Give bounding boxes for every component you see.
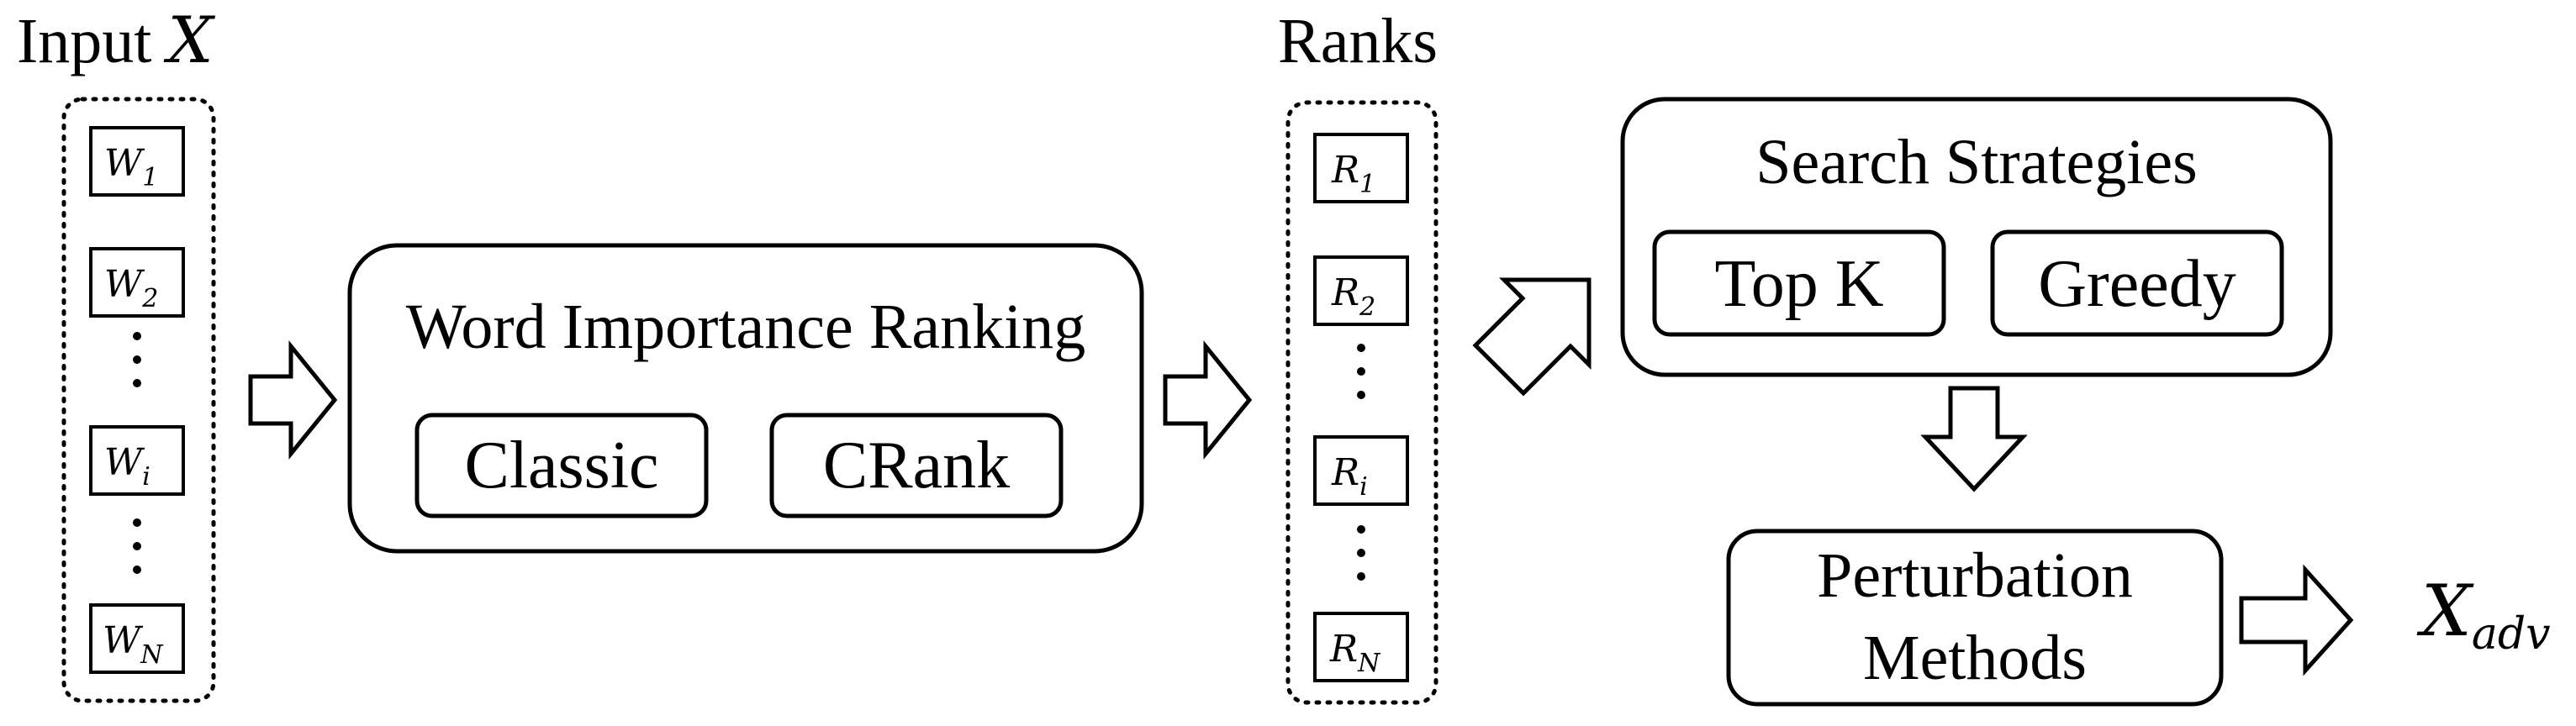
svg-text:CRank: CRank — [823, 429, 1010, 502]
svg-text:Classic: Classic — [464, 429, 658, 502]
rank-item-n: RN — [1313, 612, 1409, 682]
ranking-title: Word Importance Ranking — [406, 292, 1086, 362]
svg-text:Ri: Ri — [1331, 451, 1368, 502]
svg-text:RN: RN — [1329, 628, 1381, 678]
word-item-n: WN — [89, 603, 185, 674]
svg-text:W1: W1 — [104, 142, 158, 192]
crank-option: CRank — [769, 413, 1064, 518]
perturbation-line1: Perturbation — [1817, 540, 2133, 611]
arrow-right-icon — [2239, 564, 2354, 676]
svg-text:WN: WN — [103, 619, 164, 670]
greedy-option: Greedy — [1990, 229, 2284, 337]
word-importance-ranking-box — [347, 243, 1144, 554]
svg-text:Greedy: Greedy — [2038, 247, 2236, 321]
svg-text:Wi: Wi — [104, 441, 150, 492]
search-title: Search Strategies — [1755, 127, 2197, 197]
search-strategies-box — [1620, 97, 2333, 377]
arrow-up-right-icon — [1472, 277, 1592, 397]
svg-text:Top K: Top K — [1714, 247, 1883, 321]
arrow-down-icon — [1920, 386, 2028, 492]
classic-option: Classic — [414, 413, 709, 518]
ranks-container — [1285, 100, 1438, 705]
top-k-option: Top K — [1652, 229, 1946, 337]
ellipsis-dots — [133, 518, 141, 574]
word-item-1: W1 — [89, 126, 185, 197]
svg-text:R2: R2 — [1331, 271, 1375, 322]
input-words-container — [61, 97, 216, 703]
rank-item-i: Ri — [1313, 435, 1409, 506]
rank-item-1: R1 — [1313, 133, 1409, 203]
ellipsis-dots — [1357, 525, 1365, 581]
word-item-i: Wi — [89, 425, 185, 496]
output-label: Xadv — [2416, 570, 2550, 660]
ellipsis-dots — [133, 332, 141, 387]
word-item-2: W2 — [89, 247, 185, 318]
input-title: Input X — [17, 3, 215, 77]
ellipsis-dots — [1357, 344, 1365, 399]
svg-text:W2: W2 — [104, 263, 158, 313]
arrow-right-icon — [248, 339, 338, 460]
rank-item-2: R2 — [1313, 255, 1409, 326]
ranks-title: Ranks — [1278, 6, 1438, 76]
arrow-right-icon — [1163, 339, 1253, 460]
perturbation-methods-box — [1726, 529, 2224, 707]
perturbation-line2: Methods — [1863, 623, 2087, 693]
svg-text:R1: R1 — [1331, 149, 1375, 199]
